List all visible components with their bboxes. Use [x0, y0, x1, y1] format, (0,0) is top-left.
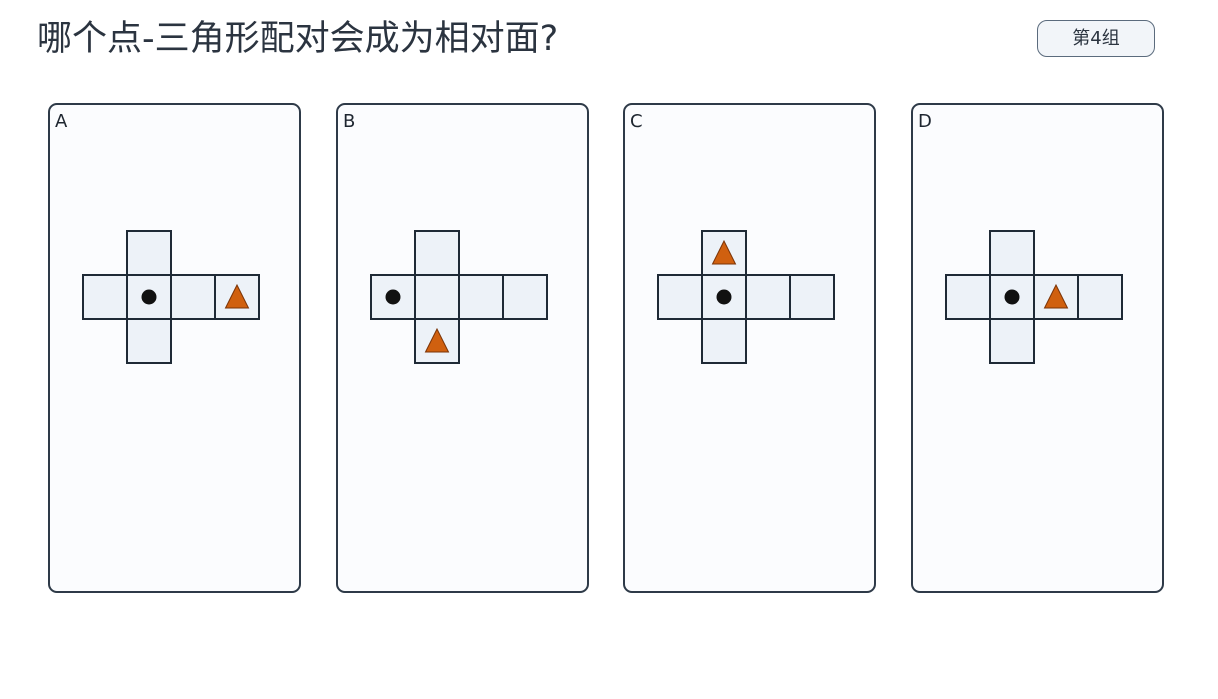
cube-face [789, 274, 835, 320]
page-title: 哪个点-三角形配对会成为相对面? [37, 19, 559, 59]
option-label: B [343, 111, 356, 132]
cube-face [214, 274, 260, 320]
cube-net-d [945, 230, 1123, 364]
dot-symbol [385, 289, 401, 305]
cube-face [989, 230, 1035, 276]
group-badge: 第4组 [1037, 20, 1155, 57]
cube-net-c [657, 230, 835, 364]
dot-symbol [1004, 289, 1020, 305]
cube-face [126, 230, 172, 276]
triangle-symbol [224, 283, 250, 309]
cube-net-a [82, 230, 260, 364]
cube-face [502, 274, 548, 320]
cube-face [989, 318, 1035, 364]
cube-face [1077, 274, 1123, 320]
triangle-symbol [711, 239, 737, 265]
cube-face [945, 274, 991, 320]
triangle-symbol [424, 327, 450, 353]
cube-face [414, 230, 460, 276]
cube-face [701, 274, 747, 320]
option-card-c[interactable]: C [623, 103, 876, 593]
cube-face [745, 274, 791, 320]
cube-net-b [370, 230, 548, 364]
group-badge-label: 第4组 [1072, 27, 1120, 49]
option-label: D [918, 111, 932, 132]
dot-symbol [716, 289, 732, 305]
cube-face [170, 274, 216, 320]
cube-face [701, 318, 747, 364]
option-card-d[interactable]: D [911, 103, 1164, 593]
cube-face [82, 274, 128, 320]
cube-face [126, 318, 172, 364]
option-card-b[interactable]: B [336, 103, 589, 593]
option-label: C [630, 111, 643, 132]
option-label: A [55, 111, 68, 132]
option-card-a[interactable]: A [48, 103, 301, 593]
dot-symbol [141, 289, 157, 305]
cube-face [458, 274, 504, 320]
triangle-symbol [1043, 283, 1069, 309]
cube-face [414, 274, 460, 320]
cube-face [657, 274, 703, 320]
